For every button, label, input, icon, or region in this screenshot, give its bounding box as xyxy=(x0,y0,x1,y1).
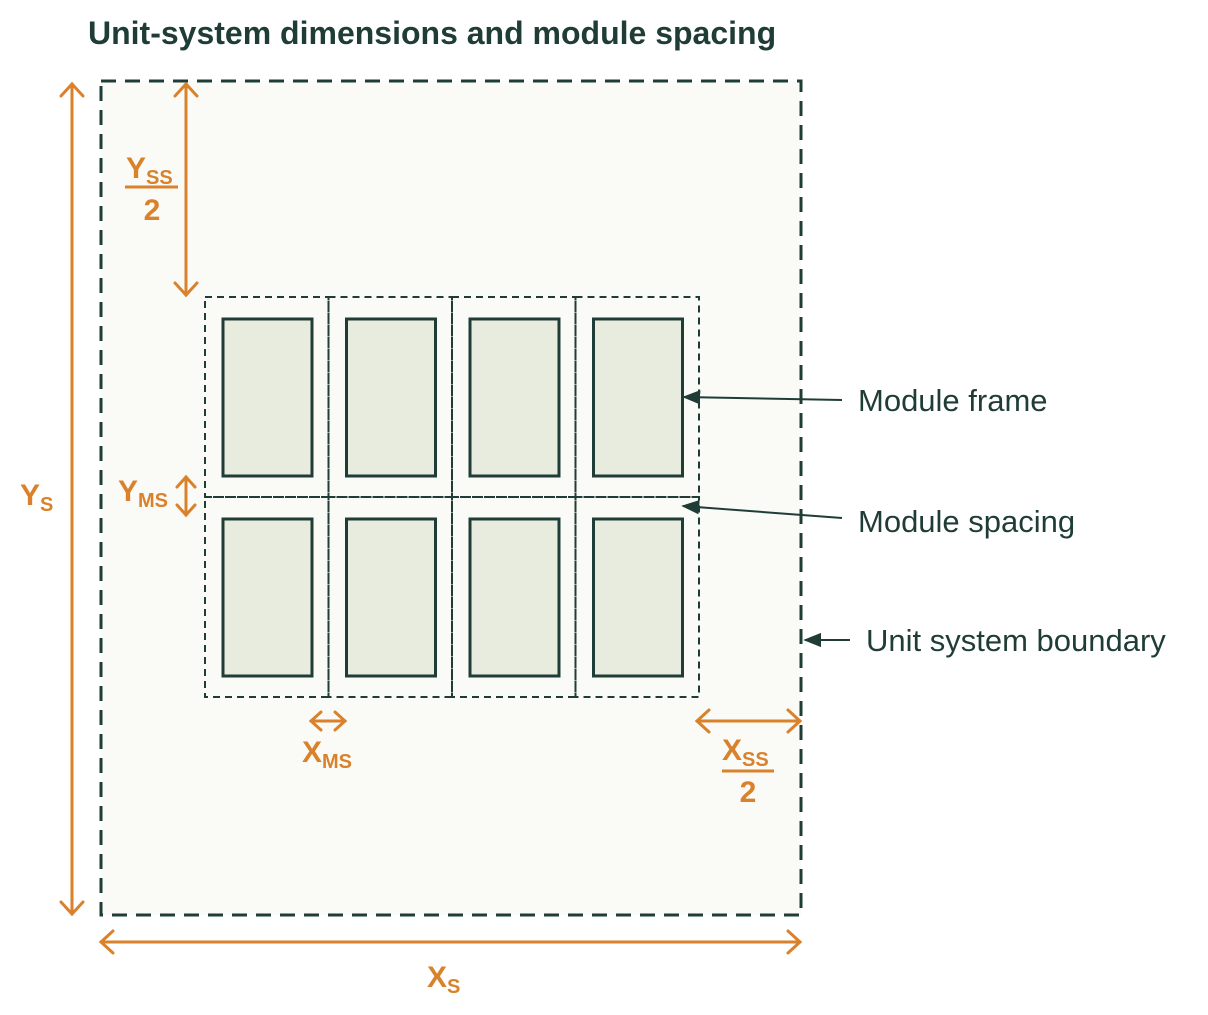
module-spacing-leader xyxy=(681,500,843,519)
module-grid xyxy=(204,296,700,698)
yss-arrow-bottom xyxy=(173,281,199,298)
yss-denominator: 2 xyxy=(144,194,161,227)
module-frame xyxy=(468,517,561,678)
xms-label: XMS xyxy=(302,736,352,773)
ys-dimension xyxy=(59,81,85,917)
module-spacing-cell xyxy=(451,496,577,698)
xss-denominator: 2 xyxy=(740,776,757,809)
module-frame-leader xyxy=(682,390,843,405)
yss-arrow-top xyxy=(173,81,199,98)
yss-half-dimension xyxy=(173,81,199,298)
module-spacing-cell xyxy=(327,496,453,698)
xss-arrow-right xyxy=(786,708,803,734)
xms-arrow-right xyxy=(333,710,348,732)
module-spacing-cell xyxy=(574,496,700,698)
xss-half-dimension xyxy=(694,708,803,734)
yms-dimension xyxy=(175,474,197,518)
unit-system-boundary-label: Unit system boundary xyxy=(866,623,1166,658)
module-spacing-cell xyxy=(204,496,330,698)
ys-arrow-top xyxy=(59,81,85,98)
ys-arrow-bottom xyxy=(59,900,85,917)
xs-dimension xyxy=(98,929,803,955)
xs-arrow-left xyxy=(98,929,115,955)
xms-dimension xyxy=(308,710,348,732)
xss-arrow-left xyxy=(694,708,711,734)
ys-label: YS xyxy=(20,479,53,516)
module-frame xyxy=(592,517,684,678)
module-frame xyxy=(345,317,437,478)
yms-arrow-top xyxy=(175,474,197,489)
module-frame xyxy=(345,517,437,678)
module-frame-label: Module frame xyxy=(858,383,1048,418)
xs-arrow-right xyxy=(786,929,803,955)
module-spacing-label: Module spacing xyxy=(858,504,1075,539)
module-frame xyxy=(468,317,561,478)
module-frame xyxy=(592,317,684,478)
xs-label: XS xyxy=(427,961,460,998)
xss-label: XSS xyxy=(722,734,769,771)
module-frame xyxy=(221,517,314,678)
yms-arrow-bottom xyxy=(175,503,197,518)
xms-arrow-left xyxy=(308,710,323,732)
yms-label: YMS xyxy=(118,475,168,512)
diagram-title: Unit-system dimensions and module spacin… xyxy=(88,15,776,51)
module-frame xyxy=(221,317,314,478)
yss-label: YSS xyxy=(126,152,173,189)
